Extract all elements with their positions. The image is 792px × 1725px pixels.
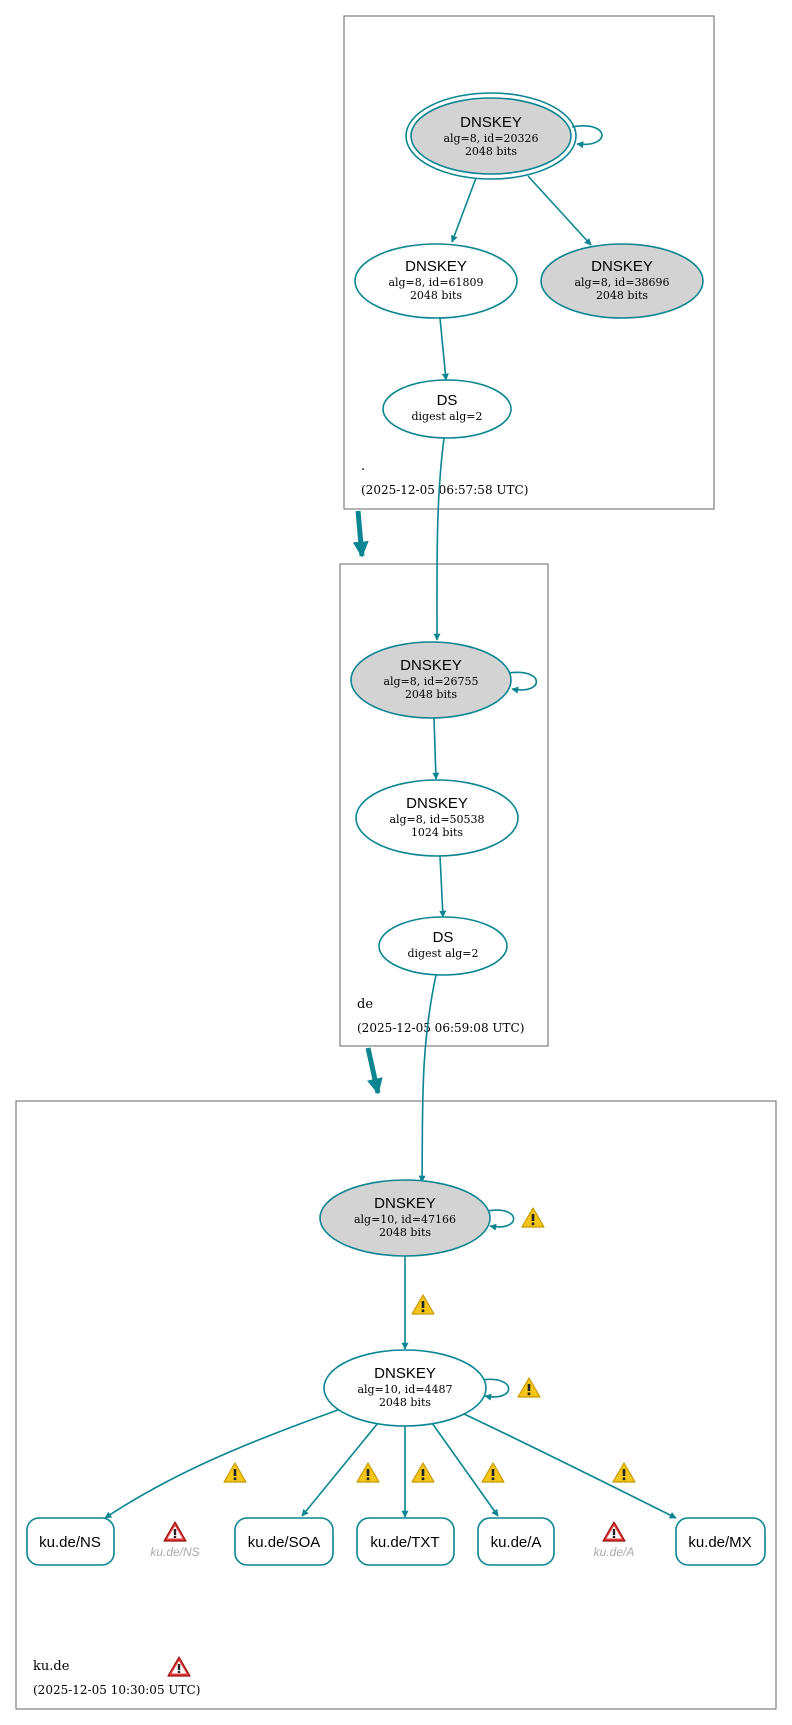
rrset-txt-label: ku.de/TXT [370,1534,439,1551]
warning-triangle-icon [223,1462,247,1483]
rrset-mx-label: ku.de/MX [688,1534,751,1551]
edge-de-zsk-ds [439,855,447,918]
node-de-ds: DS digest alg=2 [378,916,508,976]
edge-root-ksk-ksk2 [527,175,592,246]
node-de-zsk-line2: 1024 bits [411,826,463,839]
zone-de-timestamp: (2025-12-05 06:59:08 UTC) [357,1021,524,1035]
edge-kude-ksk-self [486,1209,515,1231]
edge-root-ksk-zsk [450,177,477,243]
rrset-ns-label: ku.de/NS [39,1534,101,1551]
warning-triangle-icon [481,1462,505,1483]
edge-de-ksk-zsk [432,717,440,780]
ghost-node-ns-label: ku.de/NS [150,1545,199,1559]
rrset-soa-label: ku.de/SOA [248,1534,321,1551]
node-de-ksk: DNSKEY alg=8, id=26755 2048 bits [350,641,512,719]
zone-root-box [343,15,715,510]
warning-triangle-icon [612,1462,636,1483]
node-de-ds-line1: digest alg=2 [407,947,478,960]
node-kude-zsk: DNSKEY alg=10, id=4487 2048 bits [323,1349,487,1427]
edge-kude-zsk-mx [461,1412,677,1519]
node-root-ds-line1: digest alg=2 [411,410,482,423]
zone-kude-name: ku.de [33,1659,70,1674]
node-de-ds-title: DS [433,929,454,946]
node-root-zsk: DNSKEY alg=8, id=61809 2048 bits [354,243,518,319]
node-kude-zsk-line2: 2048 bits [379,1396,431,1409]
zone-de-box [339,563,549,1047]
node-root-ksk-title: DNSKEY [460,114,522,131]
node-root-ksk2-line2: 2048 bits [596,289,648,302]
node-kude-zsk-title: DNSKEY [374,1365,436,1382]
node-root-zsk-title: DNSKEY [405,258,467,275]
ghost-node-ns: ku.de/NS [150,1521,200,1559]
edge-kude-zsk-ns [104,1409,339,1519]
node-root-ksk-line1: alg=8, id=20326 [443,132,538,145]
zone-de-name: de [357,997,373,1012]
rrset-a: ku.de/A [477,1517,555,1566]
edge-root-ds-de-ksk [433,437,445,641]
node-root-ksk2: DNSKEY alg=8, id=38696 2048 bits [540,243,704,319]
error-triangle-icon [602,1521,626,1542]
node-root-zsk-line2: 2048 bits [410,289,462,302]
edge-kude-zsk-a [431,1422,499,1517]
node-root-ds: DS digest alg=2 [382,379,512,439]
node-de-zsk-line1: alg=8, id=50538 [389,813,484,826]
rrset-txt: ku.de/TXT [356,1517,455,1566]
node-kude-ksk-title: DNSKEY [374,1195,436,1212]
node-kude-ksk: DNSKEY alg=10, id=47166 2048 bits [319,1179,491,1257]
edge-de-ksk-self [508,671,538,694]
node-de-ksk-line2: 2048 bits [405,688,457,701]
zone-root-timestamp: (2025-12-05 06:57:58 UTC) [361,483,528,497]
node-root-ksk-line2: 2048 bits [465,145,517,158]
edge-kude-zsk-soa [301,1422,379,1517]
rrset-soa: ku.de/SOA [234,1517,334,1566]
edge-de-ds-kude-ksk [418,974,437,1183]
node-de-ksk-line1: alg=8, id=26755 [383,675,478,688]
node-root-zsk-line1: alg=8, id=61809 [388,276,483,289]
node-de-zsk: DNSKEY alg=8, id=50538 1024 bits [355,779,519,857]
rrset-a-label: ku.de/A [491,1534,542,1551]
rrset-mx: ku.de/MX [675,1517,766,1566]
zone-root-name: . [361,459,365,474]
node-kude-ksk-line2: 2048 bits [379,1226,431,1239]
delegation-de-to-kude [365,1047,383,1095]
node-kude-zsk-line1: alg=10, id=4487 [357,1383,452,1396]
warning-triangle-icon [521,1207,545,1228]
ghost-node-a-label: ku.de/A [594,1545,635,1559]
edge-root-ksk-self [571,125,603,149]
node-root-ksk2-line1: alg=8, id=38696 [574,276,669,289]
edge-kude-zsk-self [481,1378,510,1401]
zone-kude-timestamp: (2025-12-05 10:30:05 UTC) [33,1683,200,1697]
edge-root-zsk-ds [439,317,449,381]
warning-triangle-icon [517,1377,541,1398]
error-triangle-icon [167,1656,191,1677]
node-de-ksk-title: DNSKEY [400,657,462,674]
zone-kude-box [15,1100,777,1710]
delegation-root-to-de [352,510,369,558]
node-kude-ksk-line1: alg=10, id=47166 [354,1213,456,1226]
warning-triangle-icon [411,1462,435,1483]
warning-triangle-icon [411,1294,435,1315]
node-root-ksk2-title: DNSKEY [591,258,653,275]
ghost-node-a: ku.de/A [594,1521,635,1559]
error-triangle-icon [163,1521,187,1542]
node-root-ds-title: DS [437,392,458,409]
rrset-ns: ku.de/NS [26,1517,115,1566]
node-root-ksk: DNSKEY alg=8, id=20326 2048 bits [405,92,577,180]
node-de-zsk-title: DNSKEY [406,795,468,812]
warning-triangle-icon [356,1462,380,1483]
